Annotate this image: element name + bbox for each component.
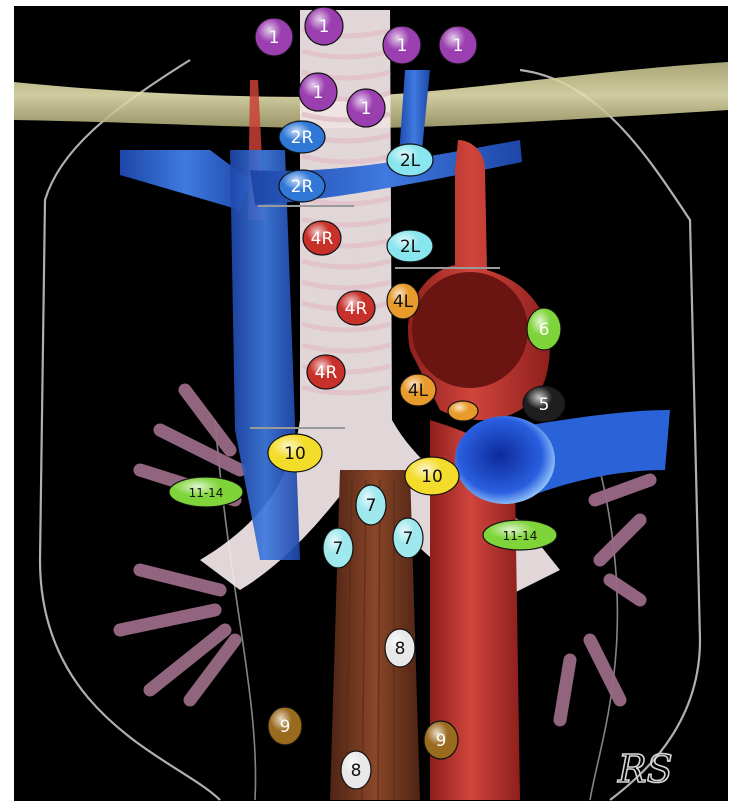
lymph-node-label: 4R [345,299,368,319]
lymph-node-label: 1 [361,99,372,119]
lymph-node-station-4L: 4L [400,374,436,406]
lymph-node-station-4R: 4R [307,355,345,389]
lymph-node-station-7: 7 [323,528,353,568]
lymph-node-label: 9 [280,717,291,737]
lymph-node-station-2L: 2L [387,144,433,176]
lymph-node-label: 1 [313,83,324,103]
lymph-node-station-unlabeled [448,401,478,421]
lymph-node-station-1: 1 [439,26,477,64]
lymph-node-station-4R: 4R [337,291,375,325]
lymph-node-label: 6 [539,320,550,340]
lymph-node-station-11-14: 11-14 [483,520,557,550]
lymph-node-label: 1 [269,28,280,48]
lymph-node-label: 1 [319,17,330,37]
lymph-node-station-1: 1 [255,18,293,56]
lymph-node-label: 8 [351,761,362,781]
pulmonary-artery-trunk [455,416,555,504]
lymph-node-label: 7 [366,496,377,516]
lymph-node-label: 2R [291,177,314,197]
lymph-node-label: 10 [421,467,443,487]
lymph-node-label: 4L [393,292,414,312]
lymph-node-station-5: 5 [523,386,565,422]
lymph-node-label: 4R [311,229,334,249]
lymph-node-station-4L: 4L [387,283,419,319]
lymph-node-station-6: 6 [527,308,561,350]
lymph-node-label: 7 [333,539,344,559]
lymph-node-label: 10 [284,444,306,464]
lymph-node-station-4R: 4R [303,221,341,255]
lymph-node-station-2R: 2R [279,170,325,202]
lymph-node-station-9: 9 [424,721,458,759]
lymph-node-label: 2L [400,151,421,171]
lymph-node-station-9: 9 [268,707,302,745]
lymph-node-label: 8 [395,639,406,659]
lymph-node-station-10: 10 [405,457,459,495]
lymph-node-station-7: 7 [356,485,386,525]
lymph-node-label: 2L [400,237,421,257]
lymph-node-label: 9 [436,731,447,751]
lymph-node-station-8: 8 [385,629,415,667]
lymph-node-highlight [448,401,478,421]
lymph-node-label: 11-14 [189,486,224,500]
lymph-node-station-11-14: 11-14 [169,477,243,507]
lymph-node-station-2R: 2R [279,121,325,153]
lymph-node-station-1: 1 [383,26,421,64]
lymph-node-label: 7 [403,529,414,549]
lymph-node-label: 11-14 [503,529,538,543]
lymph-node-label: 1 [397,36,408,56]
lymph-node-label: 4L [408,381,429,401]
lymph-node-station-2L: 2L [387,230,433,262]
lymph-node-label: 4R [315,363,338,383]
lymph-node-station-7: 7 [393,518,423,558]
artist-signature: RS [617,747,673,791]
lymph-node-label: 1 [453,36,464,56]
lymph-node-station-1: 1 [305,7,343,45]
aortic-lumen [412,272,528,388]
lymph-node-station-1: 1 [299,73,337,111]
lymph-node-station-1: 1 [347,89,385,127]
lymph-node-label: 5 [539,395,550,415]
lymph-node-label: 2R [291,128,314,148]
lymph-node-station-10: 10 [268,434,322,472]
lymph-node-station-8: 8 [341,751,371,789]
